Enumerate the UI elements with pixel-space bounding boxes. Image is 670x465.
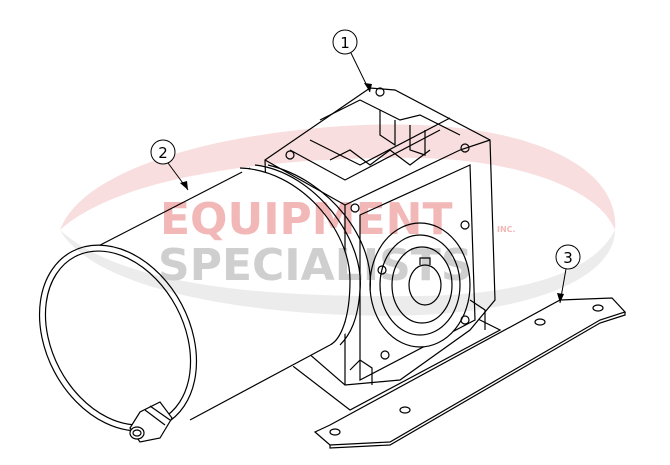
motor	[38, 164, 371, 443]
assembly-drawing	[38, 87, 627, 449]
callout-1-label: 1	[340, 34, 350, 52]
callout-3: 3	[555, 244, 581, 304]
callout-1: 1	[332, 29, 372, 93]
callout-2: 2	[150, 139, 189, 191]
callout-2-label: 2	[158, 144, 168, 162]
callout-3-label: 3	[563, 249, 573, 267]
mounting-plate	[284, 297, 627, 449]
watermark-suffix: INC.	[497, 225, 516, 234]
